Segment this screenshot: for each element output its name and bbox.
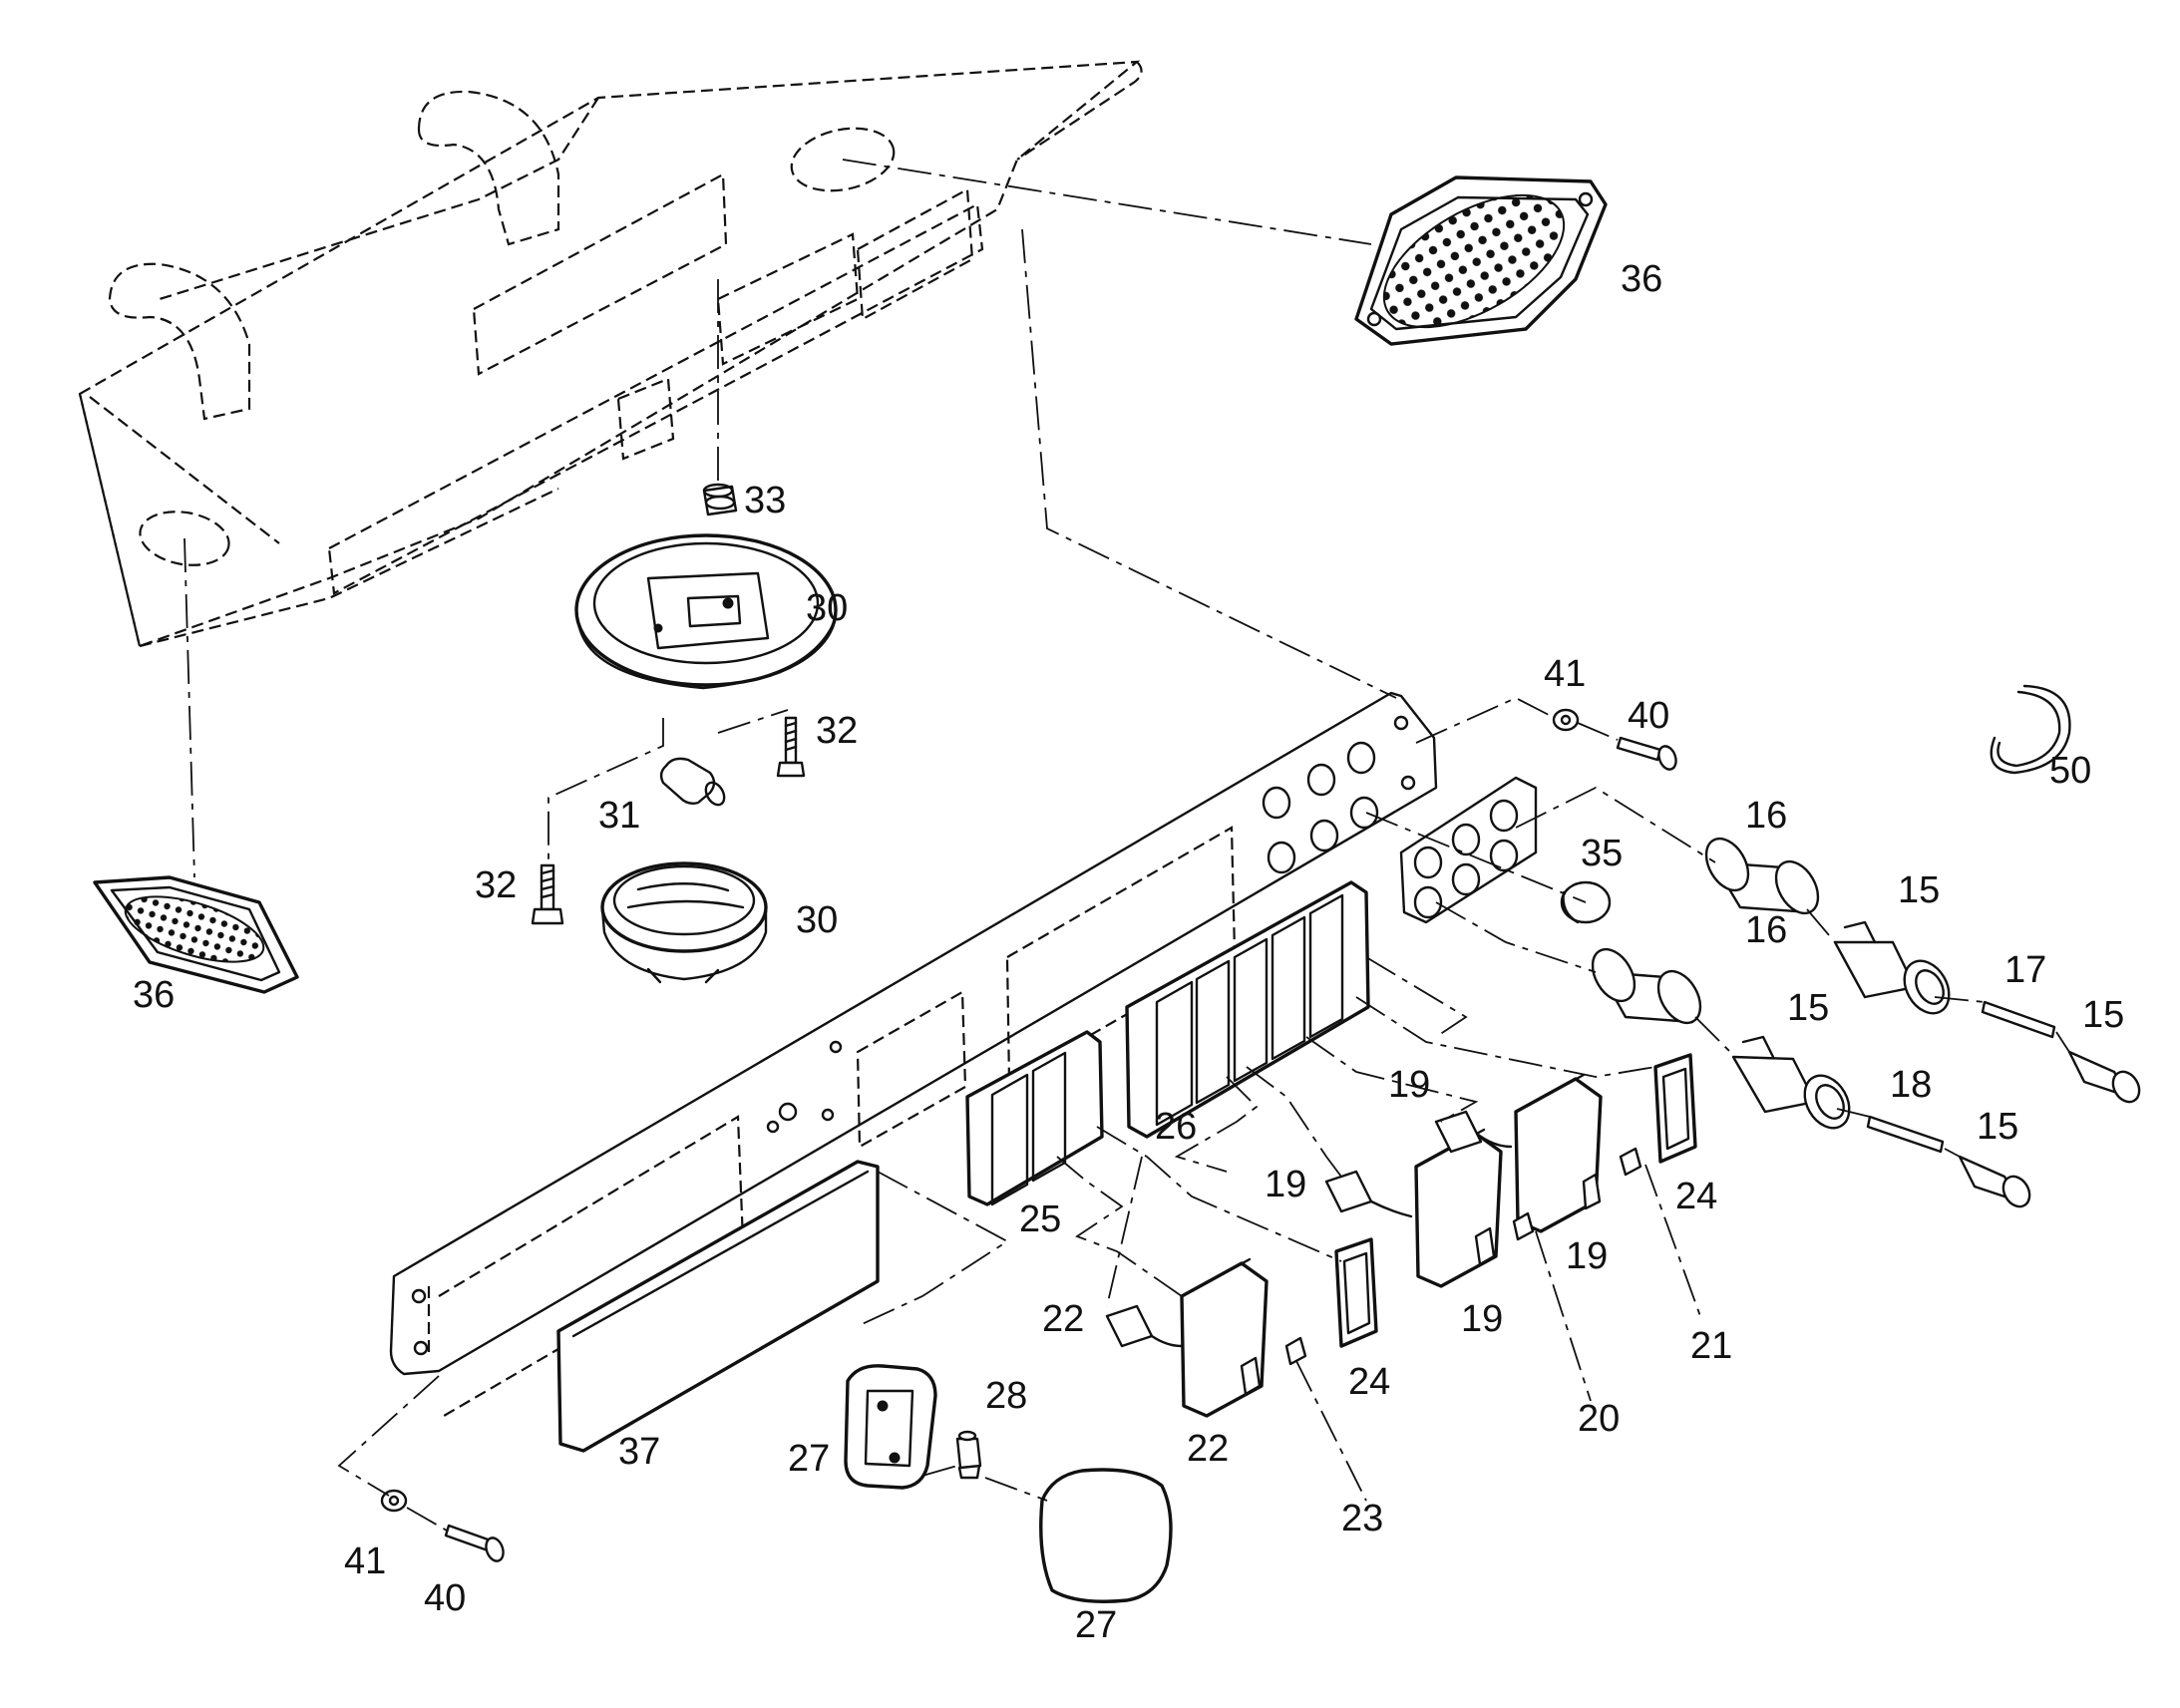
callout-50: 50	[2049, 750, 2091, 792]
callout-25: 25	[1019, 1198, 1061, 1240]
insert-23	[1284, 1336, 1307, 1366]
callout-16-upper: 16	[1745, 795, 1787, 837]
callout-15-d: 15	[1977, 1106, 2018, 1148]
callout-40-lower: 40	[424, 1577, 466, 1619]
callout-37: 37	[618, 1431, 660, 1473]
callout-35: 35	[1581, 833, 1623, 874]
callout-33: 33	[744, 480, 786, 521]
assembly-leaders	[183, 159, 2070, 1532]
front-panel	[389, 691, 1438, 1417]
fuse-cap-15-lower	[1958, 1155, 2031, 1208]
connector-22	[1105, 1304, 1184, 1348]
sleeve-16-lower	[1591, 947, 1702, 1025]
ring-50	[1990, 684, 2071, 775]
bulb-28	[955, 1430, 982, 1480]
callout-15-a: 15	[1898, 869, 1940, 911]
callout-22-left: 22	[1042, 1298, 1084, 1340]
callout-17: 17	[2004, 949, 2046, 991]
callout-26: 26	[1155, 1106, 1197, 1148]
bulb-31	[659, 757, 726, 807]
sleeve-16-upper	[1704, 837, 1820, 915]
switch-frame-25	[965, 1030, 1104, 1206]
grille-36-lower	[93, 875, 299, 994]
callout-16-lower: 16	[1745, 909, 1787, 951]
callout-32-upper: 32	[816, 710, 858, 752]
screw-32-lower	[531, 863, 564, 925]
lens-24-right	[1653, 1053, 1697, 1164]
callout-19-top: 19	[1388, 1064, 1430, 1106]
callout-36-lower: 36	[133, 974, 175, 1016]
callout-28: 28	[985, 1375, 1027, 1417]
insert-20	[1512, 1211, 1535, 1241]
connector-19-upper	[1434, 1110, 1513, 1154]
lamp-bezel-27	[844, 1364, 937, 1490]
insert-21	[1619, 1147, 1642, 1177]
screw-32-upper	[776, 716, 806, 778]
lamp-cap-27	[1039, 1468, 1173, 1603]
callout-40-upper: 40	[1628, 695, 1669, 737]
fuse-plate	[1399, 776, 1538, 924]
lens-24-left	[1334, 1237, 1378, 1348]
callout-30-upper: 30	[806, 587, 848, 629]
callout-41-upper: 41	[1544, 653, 1586, 695]
switch-22	[1180, 1257, 1269, 1418]
callout-24-right: 24	[1675, 1176, 1717, 1217]
cover-37	[556, 1160, 880, 1453]
callout-labels: 36 36 33 30 30 32 32 31 41 40 50 16 16 3…	[133, 258, 2124, 1646]
grille-36-upper	[1354, 175, 1608, 346]
nut-33	[702, 483, 738, 516]
fuse-holder-15-upper	[1833, 920, 1951, 1015]
callout-15-b: 15	[1787, 987, 1829, 1029]
callout-19-bottom: 19	[1461, 1298, 1503, 1340]
callout-24-left: 24	[1348, 1361, 1390, 1403]
callout-22-bottom: 22	[1187, 1428, 1229, 1470]
callout-32-lower: 32	[475, 864, 517, 906]
callout-27-cap: 27	[1075, 1604, 1117, 1646]
callout-18: 18	[1890, 1064, 1932, 1106]
switch-19-middle	[1414, 1128, 1503, 1288]
connector-19-middle	[1324, 1170, 1413, 1218]
callout-23: 23	[1341, 1498, 1383, 1539]
fuse-cap-15-upper	[2067, 1050, 2141, 1104]
lamp-housing-30	[574, 533, 838, 690]
callout-21: 21	[1690, 1325, 1732, 1367]
switch-19-upper	[1514, 1073, 1603, 1233]
housing-outline	[78, 60, 1143, 648]
callout-36-upper: 36	[1621, 258, 1662, 300]
switch-frame-26	[1125, 880, 1370, 1139]
callout-41-lower: 41	[344, 1540, 386, 1582]
callout-19-left: 19	[1265, 1164, 1306, 1205]
washer-41-upper	[1552, 708, 1580, 732]
screw-40-lower	[444, 1524, 505, 1562]
callout-19-right: 19	[1566, 1235, 1608, 1277]
callout-27-bezel: 27	[788, 1438, 830, 1480]
callout-20: 20	[1578, 1398, 1620, 1440]
callout-31: 31	[598, 795, 640, 837]
fuse-holder-15-lower	[1731, 1035, 1851, 1130]
callout-30-lower: 30	[796, 899, 838, 941]
fuse-18	[1866, 1115, 1945, 1154]
lamp-lens-30	[600, 861, 768, 984]
callout-15-c: 15	[2082, 994, 2124, 1036]
screw-40-upper	[1616, 736, 1677, 771]
panel-fuse-holes	[1262, 741, 1379, 874]
fuse-17	[1981, 1000, 2056, 1039]
